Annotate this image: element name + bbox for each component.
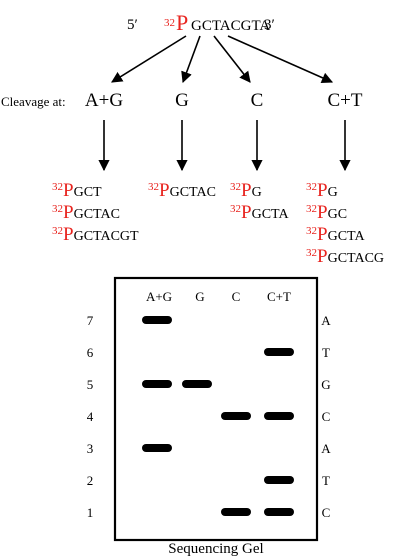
row-number-4: 4	[87, 409, 94, 424]
gel-band-row5-G	[182, 380, 212, 388]
row-number-5: 5	[87, 377, 94, 392]
gel-band-row7-AG	[142, 316, 172, 324]
row-base-1: C	[322, 505, 331, 520]
row-number-3: 3	[87, 441, 94, 456]
fragment-ct-3: 32PGCTA	[306, 224, 365, 245]
gel-band-row4-C	[221, 412, 251, 420]
isotope-superscript: 32	[164, 17, 175, 29]
cleavage-columns: A+G G C C+T	[85, 90, 363, 111]
row-number-2: 2	[87, 473, 94, 488]
column-label-c: C	[251, 90, 264, 111]
fragment-c-2: 32PGCTA	[230, 202, 289, 223]
fragment-ag-1: 32PGCT	[52, 180, 102, 201]
fragment-g-1: 32PGCTAC	[148, 180, 216, 201]
five-prime-label: 5′	[127, 17, 138, 33]
phosphate-p: P	[176, 10, 188, 35]
row-base-4: C	[322, 409, 331, 424]
arrow-to-ag	[111, 35, 187, 83]
fragment-c-1: 32PG	[230, 180, 262, 201]
fragment-ct-2: 32PGC	[306, 202, 347, 223]
row-base-5: G	[321, 377, 330, 392]
row-base-7: A	[321, 313, 331, 328]
gel-band-row1-CT	[264, 508, 294, 516]
fragment-ag-3: 32PGCTACGT	[52, 224, 139, 245]
arrow-to-c	[213, 35, 251, 83]
row-base-2: T	[322, 473, 330, 488]
source-strand: 5′ 32 P GCTACGTA 3′	[127, 10, 275, 35]
lane-label-ag: A+G	[146, 289, 172, 304]
lane-label-ct: C+T	[267, 289, 291, 304]
cleavage-label: Cleavage at:	[1, 94, 66, 109]
fragment-ct-1: 32PG	[306, 180, 338, 201]
row-number-7: 7	[87, 313, 94, 328]
arrow-to-g	[181, 35, 201, 84]
column-label-g: G	[175, 90, 189, 111]
gel-band-row5-AG	[142, 380, 172, 388]
gel-band-row2-CT	[264, 476, 294, 484]
column-label-ag: A+G	[85, 90, 123, 111]
gel-frame	[113, 276, 319, 542]
gel-band-row3-AG	[142, 444, 172, 452]
row-number-1: 1	[87, 505, 94, 520]
row-base-6: T	[322, 345, 330, 360]
gel-band-row1-C	[221, 508, 251, 516]
fragment-ct-4: 32PGCTACG	[306, 246, 384, 267]
row-number-6: 6	[87, 345, 94, 360]
gel-band-row4-CT	[264, 412, 294, 420]
gel-band-row6-CT	[264, 348, 294, 356]
source-sequence: GCTACGTA	[191, 18, 270, 34]
row-base-3: A	[321, 441, 331, 456]
lane-label-c: C	[232, 289, 241, 304]
column-label-ct: C+T	[328, 90, 363, 111]
three-prime-label: 3′	[264, 17, 275, 33]
arrow-to-ct	[227, 35, 334, 84]
gel-title: Sequencing Gel	[168, 541, 263, 557]
lane-label-g: G	[195, 289, 204, 304]
fan-arrows	[111, 35, 334, 84]
down-arrows	[98, 120, 351, 172]
fragment-ag-2: 32PGCTAC	[52, 202, 120, 223]
